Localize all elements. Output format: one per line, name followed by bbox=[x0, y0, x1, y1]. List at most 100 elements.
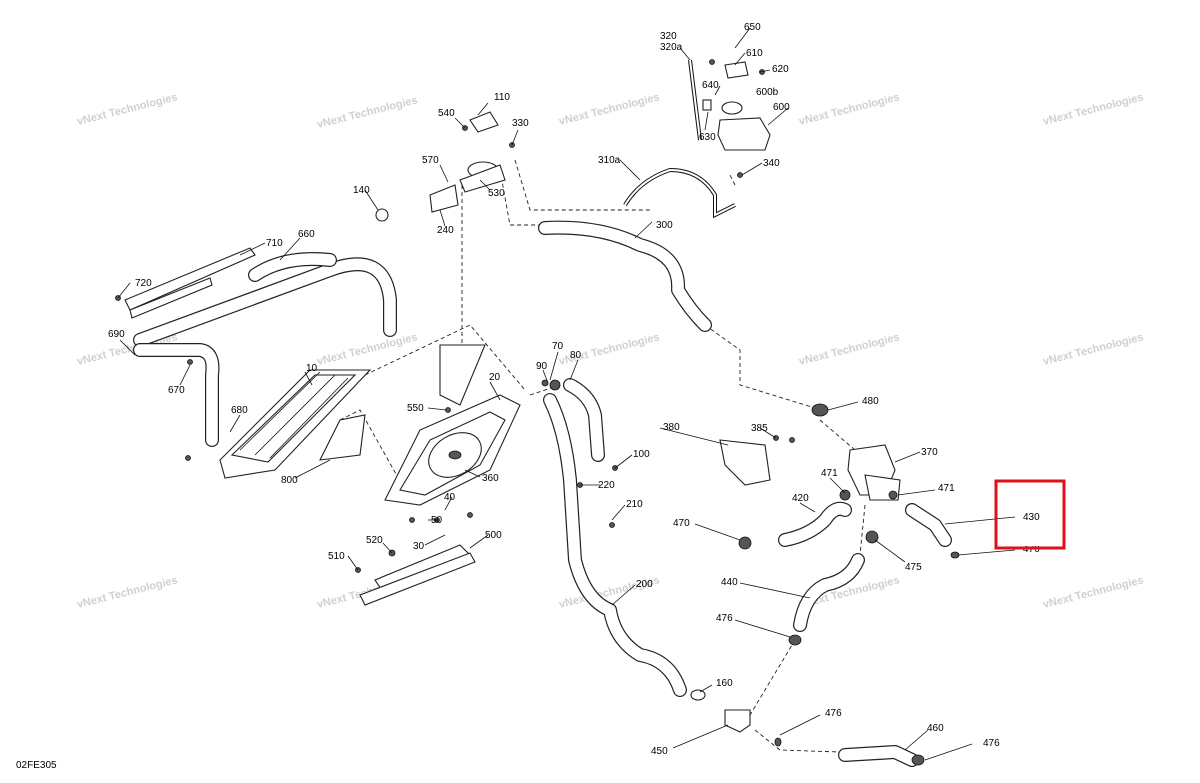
assembly-line bbox=[529, 384, 561, 396]
upper-hose bbox=[538, 220, 712, 332]
part-label-385: 385 bbox=[751, 423, 768, 434]
part-label-620: 620 bbox=[772, 64, 789, 75]
clamp bbox=[738, 536, 752, 550]
filler-neck bbox=[375, 111, 506, 222]
part-label-40: 40 bbox=[444, 492, 456, 503]
part-label-380: 380 bbox=[663, 422, 680, 433]
coolant-reservoir bbox=[702, 61, 771, 151]
part-label-610: 610 bbox=[746, 48, 763, 59]
part-label-240: 240 bbox=[437, 225, 454, 236]
part-label-360: 360 bbox=[482, 473, 499, 484]
part-label-70: 70 bbox=[552, 341, 564, 352]
deflector-panel bbox=[319, 414, 366, 461]
part-label-720: 720 bbox=[135, 278, 152, 289]
part-label-520: 520 bbox=[366, 535, 383, 546]
part-label-450: 450 bbox=[651, 746, 668, 757]
highlight-box bbox=[994, 479, 1066, 550]
part-label-480: 480 bbox=[862, 396, 879, 407]
clamp bbox=[549, 379, 561, 391]
watermark: vNext Technologies bbox=[1042, 574, 1145, 611]
part-label-80: 80 bbox=[570, 350, 582, 361]
part-label-476-d: 476 bbox=[983, 738, 1000, 749]
clamp bbox=[911, 754, 925, 766]
tee-fitting bbox=[690, 689, 751, 733]
hose-430 bbox=[905, 503, 952, 547]
deflector-panel bbox=[439, 344, 486, 406]
mounting-bracket bbox=[124, 247, 256, 311]
part-label-570: 570 bbox=[422, 155, 439, 166]
label-mask bbox=[1000, 541, 1060, 546]
watermark: vNext Technologies bbox=[798, 331, 901, 368]
watermark: vNext Technologies bbox=[798, 91, 901, 128]
assembly-line bbox=[749, 639, 796, 716]
roll-bar bbox=[124, 247, 397, 447]
clamp bbox=[888, 490, 898, 500]
watermark: vNext Technologies bbox=[1042, 91, 1145, 128]
part-label-630: 630 bbox=[699, 132, 716, 143]
assembly-line bbox=[729, 174, 736, 186]
overflow-hose bbox=[623, 59, 736, 219]
assembly-line bbox=[499, 169, 545, 226]
part-label-800: 800 bbox=[281, 475, 298, 486]
part-label-370: 370 bbox=[921, 447, 938, 458]
support-bar bbox=[359, 544, 476, 606]
part-label-550: 550 bbox=[407, 403, 424, 414]
part-label-650: 650 bbox=[744, 22, 761, 33]
assembly-lines bbox=[339, 159, 866, 753]
part-label-20: 20 bbox=[489, 372, 501, 383]
drawing-code: 02FE305 bbox=[16, 760, 57, 771]
part-label-600: 600 bbox=[773, 102, 790, 113]
clamp bbox=[839, 489, 851, 501]
hose-460 bbox=[838, 745, 919, 767]
assembly-line bbox=[514, 159, 650, 211]
assembly-line bbox=[754, 729, 841, 753]
hose-440 bbox=[793, 553, 865, 632]
assembly-line bbox=[364, 324, 526, 391]
part-label-471-b: 471 bbox=[938, 483, 955, 494]
lower-hose bbox=[543, 378, 687, 697]
part-label-430: 430 bbox=[1023, 512, 1040, 523]
part-label-90: 90 bbox=[536, 361, 548, 372]
part-label-140: 140 bbox=[353, 185, 370, 196]
watermark: vNext Technologies bbox=[558, 91, 661, 128]
watermark: vNext Technologies bbox=[316, 94, 419, 131]
part-label-530: 530 bbox=[488, 188, 505, 199]
part-label-110: 110 bbox=[494, 92, 510, 103]
part-label-680: 680 bbox=[231, 405, 248, 416]
part-label-690: 690 bbox=[108, 329, 125, 340]
part-label-476-b: 476 bbox=[716, 613, 733, 624]
radiator bbox=[219, 369, 372, 479]
part-label-475: 475 bbox=[905, 562, 922, 573]
part-label-500: 500 bbox=[485, 530, 502, 541]
clamp bbox=[774, 737, 782, 747]
part-label-210: 210 bbox=[626, 499, 643, 510]
part-label-471-a: 471 bbox=[821, 468, 838, 479]
watermark: vNext Technologies bbox=[76, 574, 179, 611]
assembly-line bbox=[819, 419, 856, 451]
part-label-670: 670 bbox=[168, 385, 185, 396]
part-label-320: 320 bbox=[660, 31, 677, 42]
fan-assembly bbox=[319, 344, 521, 506]
part-label-50: 50 bbox=[431, 515, 443, 526]
part-label-660: 660 bbox=[298, 229, 315, 240]
part-label-440: 440 bbox=[721, 577, 738, 588]
part-label-200: 200 bbox=[636, 579, 653, 590]
leader-lines bbox=[117, 27, 1016, 761]
assembly-line bbox=[339, 409, 406, 491]
watermark: vNext Technologies bbox=[1042, 331, 1145, 368]
watermark: vNext Technologies bbox=[316, 331, 419, 368]
part-label-460: 460 bbox=[927, 723, 944, 734]
clamp bbox=[950, 551, 960, 559]
watermark: vNext Technologies bbox=[76, 91, 179, 128]
part-label-710: 710 bbox=[266, 238, 283, 249]
part-label-470: 470 bbox=[673, 518, 690, 529]
hose-clamps bbox=[549, 379, 960, 766]
part-label-540: 540 bbox=[438, 108, 455, 119]
part-label-30: 30 bbox=[413, 541, 425, 552]
part-label-160: 160 bbox=[716, 678, 733, 689]
assembly-line bbox=[459, 185, 463, 401]
clamp bbox=[811, 403, 829, 417]
assembly-line bbox=[704, 324, 816, 409]
